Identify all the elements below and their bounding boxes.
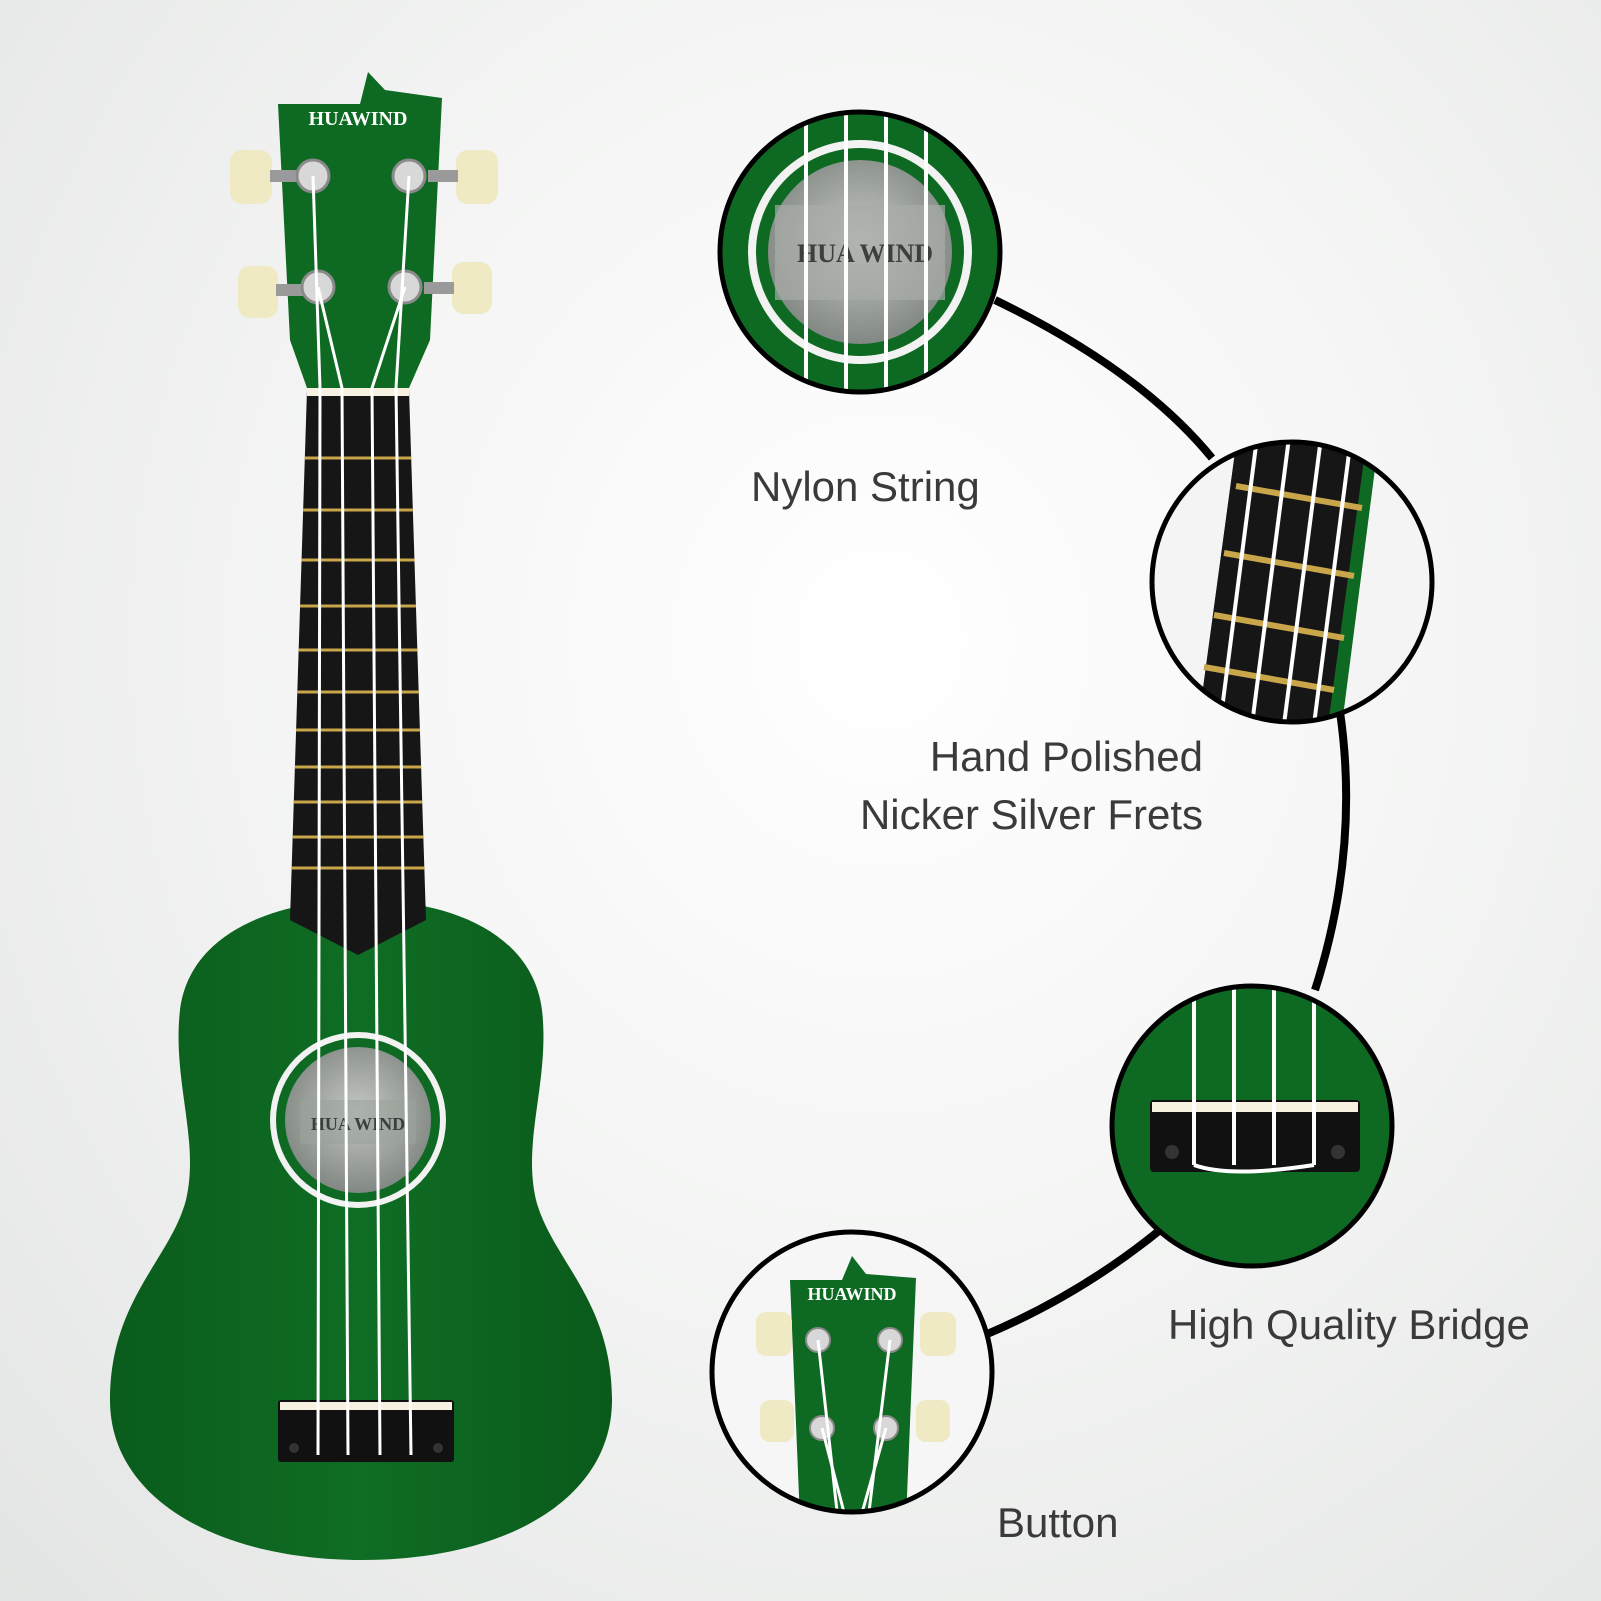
feature-label-hand-polished: Hand Polished (929, 733, 1203, 780)
headstock-brand-text: HUAWIND (309, 108, 408, 130)
strings (311, 175, 413, 1456)
ukulele: HUA WIND HUAWIND (110, 72, 612, 1560)
feature-label-button: Button (997, 1499, 1119, 1546)
fretboard (290, 390, 426, 955)
connector-line (983, 296, 1351, 1339)
soundhole-brand-text: HUA WIND (311, 1114, 405, 1134)
closeup-soundhole-text: HUA WIND (797, 239, 933, 268)
feature-label-high-quality-bridge: High Quality Bridge (1168, 1301, 1530, 1348)
feature-label-nicker-silver-frets: Nicker Silver Frets (859, 791, 1203, 838)
nut (307, 386, 409, 396)
fret-wires (291, 456, 425, 870)
closeup-headstock-text: HUAWIND (807, 1284, 896, 1304)
closeup-bridge (1109, 983, 1395, 1269)
ukulele-body (110, 900, 612, 1560)
closeup-soundhole: HUA WIND (717, 109, 1003, 395)
feature-label-nylon-string: Nylon String (751, 463, 980, 510)
bridge-saddle (280, 1402, 452, 1410)
tuner-pegs (230, 150, 498, 318)
closeup-frets (1149, 439, 1435, 725)
closeup-headstock: HUAWIND (709, 1229, 995, 1515)
